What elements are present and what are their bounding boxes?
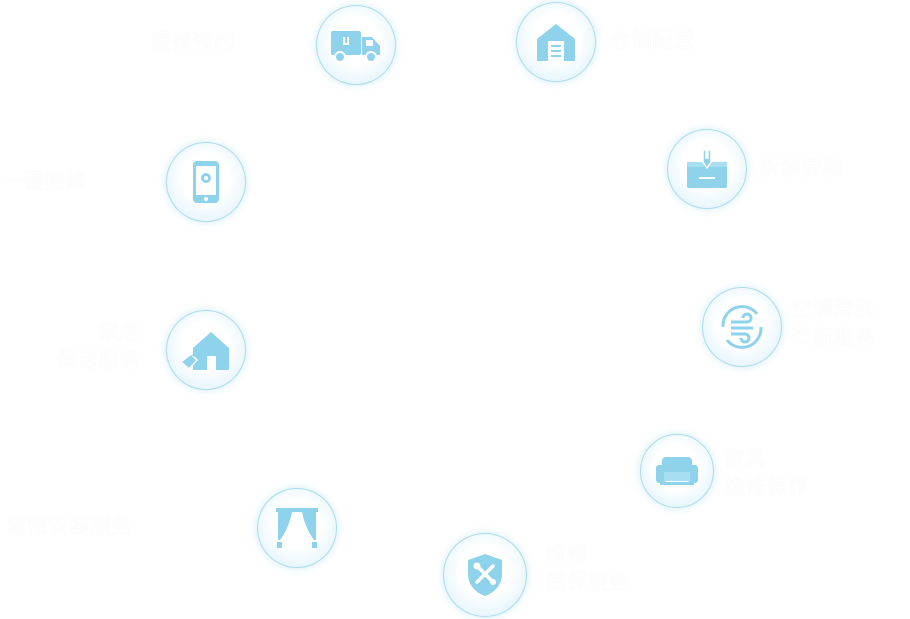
label-line: 维修保养	[724, 475, 808, 499]
label-line: 家居	[98, 320, 140, 344]
node-aircon-circle[interactable]	[702, 287, 782, 367]
label-line: 节能服务	[791, 325, 875, 349]
label-line: 报修预约	[150, 30, 234, 54]
repair-shield-icon	[465, 552, 505, 598]
smartphone-icon	[191, 159, 221, 205]
truck-icon	[329, 25, 383, 65]
label-line: 家具	[724, 447, 766, 471]
node-phone-circle[interactable]	[166, 142, 246, 222]
node-truck-circle[interactable]	[316, 5, 396, 85]
node-repair-label: 维修 质保服务	[545, 540, 629, 596]
home-cleaning-icon	[179, 328, 233, 372]
label-line: 空调清洗	[791, 297, 875, 321]
node-sofa-circle[interactable]	[640, 434, 714, 508]
node-home-circle[interactable]	[166, 310, 246, 390]
node-warehouse-circle[interactable]	[516, 2, 596, 82]
node-phone-label: 一键报修	[2, 167, 86, 195]
label-line: 维修	[545, 542, 587, 566]
node-truck-label: 报修预约	[150, 28, 234, 56]
label-line: 保洁服务	[56, 348, 140, 372]
node-sofa-label: 家具 维修保养	[724, 445, 808, 501]
label-line: 质保服务	[545, 570, 629, 594]
node-curtain-circle[interactable]	[257, 488, 337, 568]
sofa-icon	[654, 453, 700, 489]
node-home-label: 家居 保洁服务	[36, 318, 140, 374]
label-line: 一键报修	[2, 169, 86, 193]
label-line: 窗帘安装服务	[6, 514, 132, 538]
node-repair-circle[interactable]	[443, 533, 527, 617]
node-aircon-label: 空调清洗 节能服务	[791, 295, 875, 351]
node-install-circle[interactable]	[667, 129, 747, 209]
label-line: 仓储配送	[610, 28, 694, 52]
air-cleaning-icon	[717, 302, 767, 352]
node-install-label: 拆装安装	[759, 154, 843, 182]
label-line: 拆装安装	[759, 156, 843, 180]
node-warehouse-label: 仓储配送	[610, 26, 694, 54]
node-curtain-label: 窗帘安装服务	[6, 512, 132, 540]
warehouse-icon	[533, 19, 579, 65]
box-install-icon	[684, 148, 730, 190]
curtain-icon	[274, 506, 320, 550]
